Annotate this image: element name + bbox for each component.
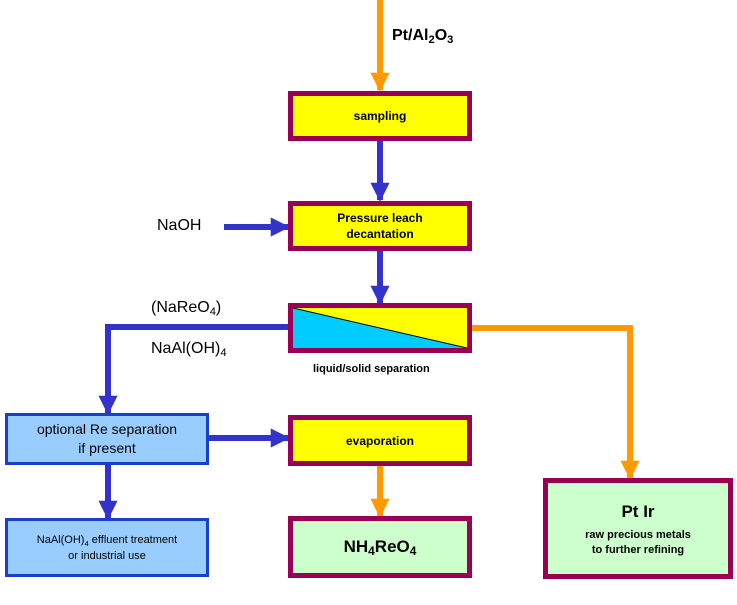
feed-label: Pt/Al2O3 [392,27,454,46]
sampling-label: sampling [353,109,407,123]
re-separation-sublabel: if present [78,440,136,456]
separation-caption: liquid/solid separation [313,363,430,375]
effluent-box: NaAl(OH)4 effluent treatment or industri… [5,518,209,577]
naoh-label: NaOH [157,217,202,234]
product-box: NH4ReO4 [288,516,472,578]
pressure-leach-label: Pressure leach [337,211,423,225]
pt-ir-title: Pt Ir [621,501,655,521]
product-label: NH4ReO4 [343,537,417,558]
liquid-solid-separation-box [288,303,472,353]
separator-triangle [293,308,467,348]
pressure-leach-box: Pressure leach decantation [288,201,472,251]
re-separation-label: optional Re separation [36,421,178,437]
decantation-label: decantation [346,227,414,241]
naaloh4-label: NaAl(OH)4 [151,340,227,359]
nareo4-label: (NaReO4) [151,299,222,318]
pt-ir-line2: to further refining [591,543,685,556]
evaporation-box: evaporation [288,415,472,466]
pt-ir-box: Pt Ir raw precious metals to further ref… [543,478,733,579]
arrow-liquid-to-re-separation [98,324,290,415]
re-separation-box: optional Re separation if present [5,413,209,465]
effluent-label: NaAl(OH)4 effluent treatment [36,533,178,548]
pt-ir-line1: raw precious metals [585,528,691,541]
effluent-sublabel: or industrial use [68,549,146,562]
arrow-solid-to-pt-ir [472,325,640,480]
evaporation-label: evaporation [345,433,414,448]
sampling-box: sampling [288,91,472,141]
